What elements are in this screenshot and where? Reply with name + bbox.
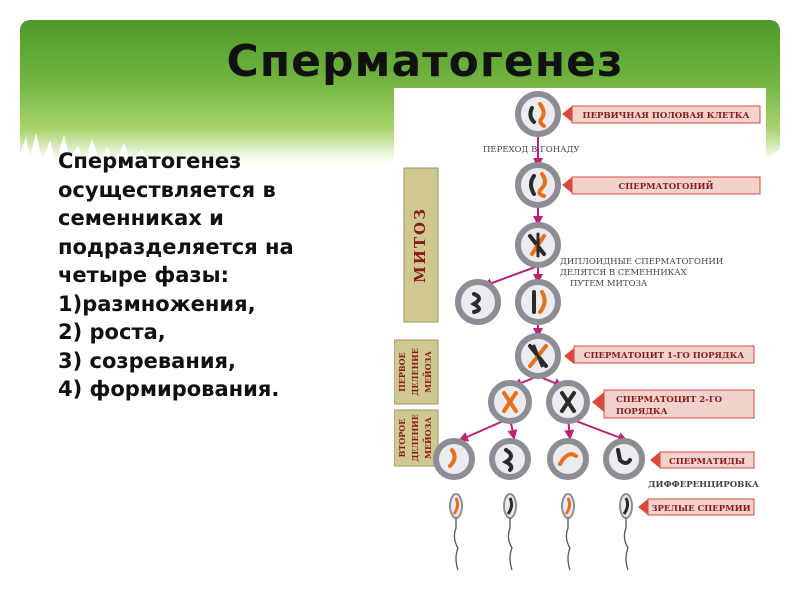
spermatocyte2-cell [488, 380, 532, 424]
phase-reproduction: 1)размножения, [58, 291, 256, 316]
tag-label: ЗРЕЛЫЕ СПЕРМИИ [651, 504, 750, 514]
spermatid-cell [433, 438, 475, 480]
body-text-line: подразделяется на [58, 234, 294, 259]
phase-formation: 4) формирования. [58, 377, 280, 401]
tag-label: СПЕРМАТОГОНИЙ [618, 179, 713, 192]
mature-sperm [449, 493, 463, 571]
diploid-spermatogonium-cell [515, 222, 561, 268]
tag-spermatids: СПЕРМАТИДЫ [650, 451, 755, 469]
tag-label: СПЕРМАТИДЫ [669, 457, 745, 467]
tag-spermatocyte1: СПЕРМАТОЦИТ 1-ГО ПОРЯДКА [564, 345, 755, 364]
note-diploid-line: ДЕЛЯТСЯ В СЕМЕННИКАХ [560, 268, 688, 278]
mitosis-phase-box: МИТОЗ [403, 167, 439, 323]
meiosis2-label-line: ВТОРОЕ [397, 419, 407, 458]
tag-primary-germ-cell: ПЕРВИЧНАЯ ПОЛОВАЯ КЛЕТКА [562, 105, 761, 124]
meiosis2-phase-box: ВТОРОЕ ДЕЛЕНИЕ МЕЙОЗА [394, 409, 439, 467]
body-text: Сперматогенез осуществляется в семенника… [58, 147, 378, 404]
spermatogenesis-diagram: МИТОЗ ПЕРВОЕ ДЕЛЕНИЕ МЕЙОЗА ВТОРОЕ ДЕЛЕН… [394, 88, 766, 600]
tag-mature-sperm: ЗРЕЛЫЕ СПЕРМИИ [638, 498, 755, 516]
cells [433, 91, 645, 480]
meiosis1-label-line: ДЕЛЕНИЕ [410, 348, 420, 396]
diagram-background [394, 88, 766, 600]
spermatocyte2-cell [546, 380, 590, 424]
tag-spermatogonium: СПЕРМАТОГОНИЙ [562, 176, 761, 195]
spermatogonium-cell [515, 162, 561, 208]
spermatid-cell [603, 438, 645, 480]
daughter-spermatogonium-cell [515, 279, 561, 325]
spermatid-cell [547, 438, 589, 480]
phase-maturation: 3) созревания, [58, 348, 237, 373]
tag-label: СПЕРМАТОЦИТ 1-ГО ПОРЯДКА [584, 351, 745, 361]
meiosis1-phase-box: ПЕРВОЕ ДЕЛЕНИЕ МЕЙОЗА [394, 339, 439, 405]
body-text-line: Сперматогенез [58, 149, 242, 173]
meiosis2-label-line: МЕЙОЗА [423, 417, 433, 459]
arrow [482, 265, 539, 288]
tag-label: СПЕРМАТОЦИТ 2-ГО [616, 395, 723, 405]
tag-label: ПОРЯДКА [616, 407, 668, 417]
daughter-spermatogonium-cell [455, 279, 501, 325]
meiosis1-label-line: МЕЙОЗА [423, 351, 433, 393]
primary-germ-cell [515, 91, 561, 137]
spermatocyte1-cell [515, 333, 561, 379]
spermatid-cell [489, 438, 531, 480]
tag-spermatocyte2: СПЕРМАТОЦИТ 2-ГО ПОРЯДКА [592, 389, 755, 419]
body-text-line: семенниках и [58, 206, 224, 230]
slide-title: Сперматогенез [226, 36, 624, 87]
mitosis-label: МИТОЗ [411, 207, 429, 283]
tag-label: ПЕРВИЧНАЯ ПОЛОВАЯ КЛЕТКА [583, 111, 750, 121]
note-differentiation: ДИФФЕРЕНЦИРОВКА [648, 480, 759, 490]
mature-sperm-row [449, 493, 633, 571]
mature-sperm [619, 493, 633, 571]
body-text-line: осуществляется в [58, 177, 276, 202]
body-text-line: четыре фазы: [58, 263, 230, 287]
mature-sperm [561, 493, 575, 571]
mature-sperm [503, 493, 517, 571]
phase-growth: 2) роста, [58, 320, 166, 344]
note-transition: ПЕРЕХОД В ГОНАДУ [483, 145, 580, 155]
meiosis2-label-line: ДЕЛЕНИЕ [410, 414, 420, 462]
note-diploid-line: ПУТЕМ МИТОЗА [570, 279, 648, 289]
meiosis1-label-line: ПЕРВОЕ [397, 352, 407, 392]
note-diploid-line: ДИПЛОИДНЫЕ СПЕРМАТОГОНИИ [560, 257, 723, 267]
